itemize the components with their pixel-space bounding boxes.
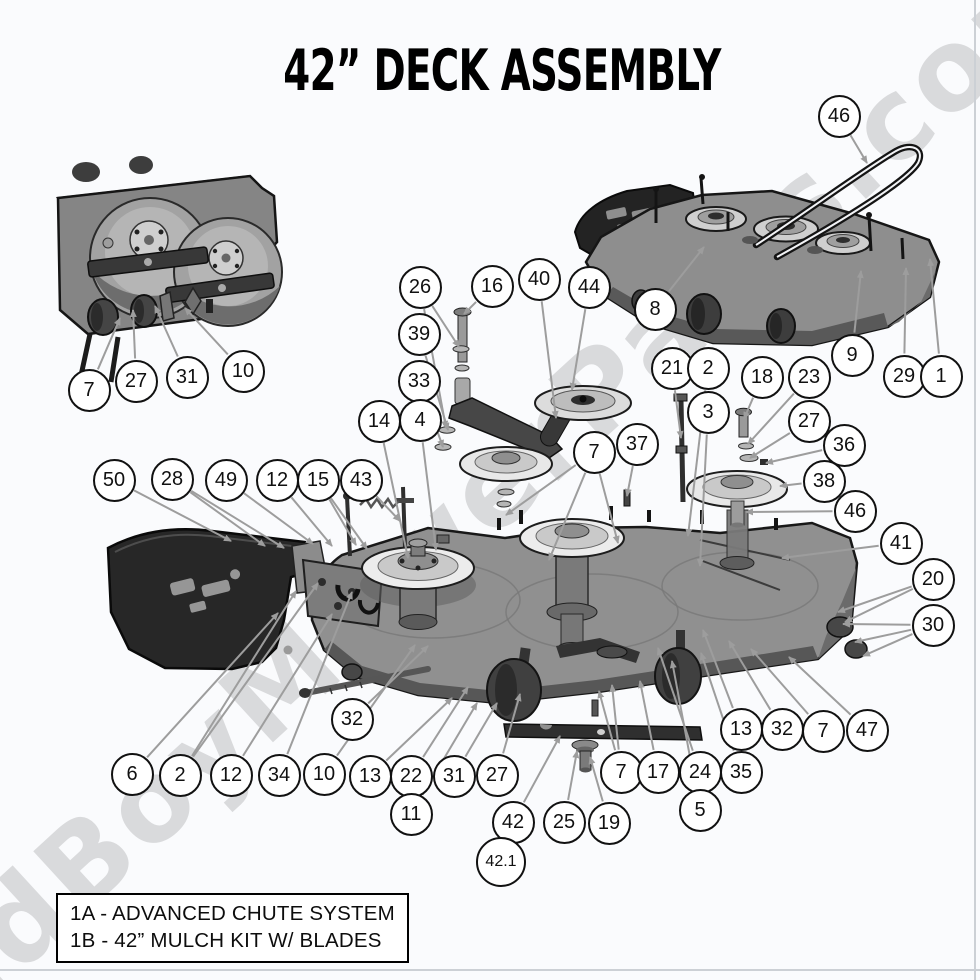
chute-logo	[169, 569, 241, 613]
callout-46: 46	[833, 489, 877, 533]
center-spindle	[519, 518, 625, 654]
callout-5: 5	[678, 788, 722, 832]
callout-46: 46	[817, 94, 861, 138]
callout-1: 1	[919, 354, 963, 398]
callout-30: 30	[911, 603, 955, 647]
callout-36: 36	[822, 423, 866, 467]
callout-13: 13	[348, 754, 392, 798]
callout-21: 21	[650, 346, 694, 390]
callout-16: 16	[470, 264, 514, 308]
legend-line-1b: 1B - 42” MULCH KIT W/ BLADES	[70, 928, 382, 952]
callout-15: 15	[296, 458, 340, 502]
legend-line-1a: 1A - ADVANCED CHUTE SYSTEM	[70, 902, 395, 925]
callout-41: 41	[879, 521, 923, 565]
callout-9: 9	[830, 333, 874, 377]
callout-31: 31	[165, 355, 209, 399]
blade-bolt	[571, 739, 599, 773]
callout-7: 7	[801, 709, 845, 753]
left-spindle	[360, 538, 476, 630]
discharge-chute	[106, 528, 315, 671]
callout-26: 26	[398, 265, 442, 309]
legend-box: 1A - ADVANCED CHUTE SYSTEM 1B - 42” MULC…	[56, 893, 409, 964]
callout-33: 33	[397, 359, 441, 403]
callout-24: 24	[678, 750, 722, 794]
callout-49: 49	[204, 458, 248, 502]
callout-27: 27	[114, 359, 158, 403]
callout-14: 14	[357, 399, 401, 443]
blade-left	[87, 246, 209, 278]
callout-42.1: 42.1	[476, 837, 526, 887]
callout-25: 25	[542, 800, 586, 844]
callout-27: 27	[787, 399, 831, 443]
callout-7: 7	[572, 430, 616, 474]
callout-32: 32	[760, 707, 804, 751]
callout-11: 11	[389, 792, 433, 836]
callout-19: 19	[587, 801, 631, 845]
callout-27: 27	[475, 753, 519, 797]
callout-8: 8	[633, 287, 677, 331]
callout-13: 13	[719, 707, 763, 751]
callout-32: 32	[330, 697, 374, 741]
callout-50: 50	[92, 458, 136, 502]
right-spindle	[686, 407, 788, 570]
callout-4: 4	[398, 398, 442, 442]
callout-17: 17	[636, 750, 680, 794]
callout-7: 7	[67, 368, 111, 412]
callout-22: 22	[389, 754, 433, 798]
deck-underside-view	[55, 156, 283, 383]
callout-40: 40	[517, 257, 561, 301]
callout-18: 18	[740, 355, 784, 399]
mower-blade	[503, 723, 703, 741]
page-title: 42” DECK ASSEMBLY	[283, 38, 721, 104]
exploded-deck-view	[106, 307, 868, 773]
callout-3: 3	[686, 390, 730, 434]
image-border-right	[974, 0, 976, 980]
callout-6: 6	[110, 752, 154, 796]
callout-12: 12	[209, 753, 253, 797]
idler-assembly	[434, 307, 632, 544]
callout-10: 10	[221, 349, 265, 393]
callout-7: 7	[599, 750, 643, 794]
callout-12: 12	[255, 458, 299, 502]
callout-38: 38	[802, 459, 846, 503]
callout-20: 20	[911, 557, 955, 601]
image-border-bottom	[0, 969, 980, 971]
callout-23: 23	[787, 355, 831, 399]
callout-31: 31	[432, 754, 476, 798]
leader-lines	[96, 134, 940, 803]
callout-2: 2	[158, 753, 202, 797]
callout-28: 28	[150, 457, 194, 501]
callout-44: 44	[567, 265, 611, 309]
callout-43: 43	[339, 458, 383, 502]
callout-39: 39	[397, 312, 441, 356]
callout-37: 37	[615, 422, 659, 466]
callout-2: 2	[686, 346, 730, 390]
callout-35: 35	[719, 750, 763, 794]
callout-10: 10	[302, 752, 346, 796]
callout-47: 47	[845, 708, 889, 752]
callout-34: 34	[257, 753, 301, 797]
